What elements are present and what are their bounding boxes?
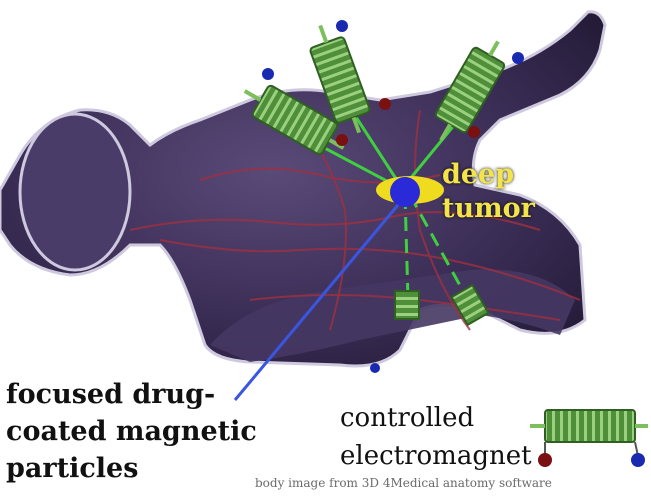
particles-label: focused drug- coated magnetic particles	[6, 376, 257, 487]
electromagnet-coil-4	[395, 291, 419, 319]
legend-knob-red	[538, 453, 552, 467]
head	[20, 114, 130, 270]
particles-label-line: coated magnetic	[6, 413, 257, 450]
electromagnet-label: controlled electromagnet	[340, 399, 532, 475]
coil-knob	[512, 52, 524, 64]
coil-knob	[468, 126, 480, 138]
coil-knob	[336, 20, 348, 32]
legend-electromagnet-icon	[530, 410, 648, 467]
legend-knob-blue	[631, 453, 645, 467]
tumor-label-line: deep	[442, 158, 535, 192]
tumor-label: deep tumor	[442, 158, 535, 226]
image-credit: body image from 3D 4Medical anatomy soft…	[255, 476, 552, 490]
coil-knob	[370, 363, 380, 373]
magnetic-particles	[390, 177, 420, 207]
tumor-label-line: tumor	[442, 192, 535, 226]
particles-label-line: particles	[6, 450, 257, 487]
coil-knob	[379, 98, 391, 110]
electromagnet-label-line: controlled	[340, 399, 532, 437]
coil-knob	[262, 68, 274, 80]
coil-knob	[336, 134, 348, 146]
particles-label-line: focused drug-	[6, 376, 257, 413]
electromagnet-label-line: electromagnet	[340, 437, 532, 475]
